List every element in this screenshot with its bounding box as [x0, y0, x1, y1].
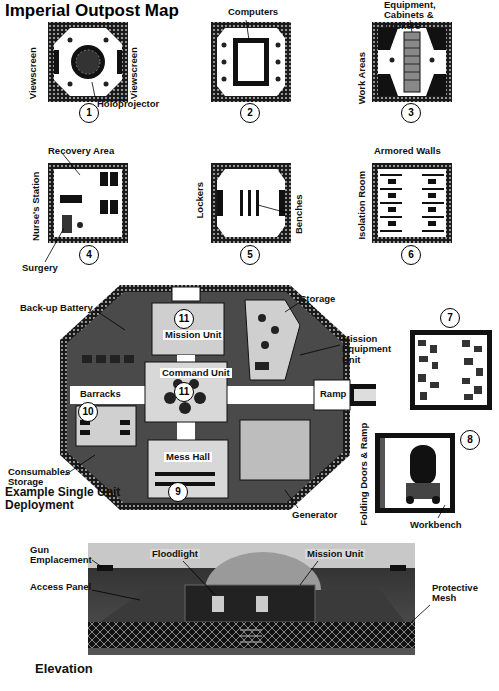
room-2 — [211, 20, 291, 102]
map-label: Floodlight — [150, 549, 200, 559]
map-label: Barracks — [78, 389, 123, 399]
map-label: Back-up Battery — [20, 303, 93, 313]
callout-number: 1 — [86, 108, 92, 118]
callout-number: 9 — [175, 487, 181, 497]
callout-circle: 5 — [240, 245, 260, 265]
callout-number: 4 — [86, 250, 92, 260]
room-7 — [410, 330, 492, 410]
callout-number: 3 — [408, 108, 414, 118]
map-label: Elevation — [35, 662, 93, 676]
map-label: Viewscreen — [28, 47, 38, 99]
callout-number: 11 — [179, 314, 190, 324]
callout-number: 10 — [82, 407, 93, 417]
map-label: Recovery Area — [48, 146, 114, 156]
map-label: Folding Doors & Ramp — [359, 423, 369, 526]
map-label: Armored Walls — [374, 146, 441, 156]
callout-circle: 8 — [460, 430, 480, 450]
callout-circle: 11 — [174, 309, 194, 329]
map-label: Mission Unit — [163, 330, 223, 340]
callout-number: 6 — [408, 250, 414, 260]
map-label: Mission Equipment Unit — [342, 334, 404, 365]
callout-circle: 10 — [78, 402, 98, 422]
map-label: Viewscreen — [129, 47, 139, 99]
map-label: Gun Emplacement — [30, 545, 90, 566]
callout-circle: 4 — [79, 245, 99, 265]
outpost-plan — [60, 285, 376, 510]
map-label: Isolation Room — [357, 171, 367, 240]
map-label: Command Unit — [160, 368, 232, 378]
map-title: Imperial Outpost Map — [5, 1, 179, 21]
map-label: Access Panel — [30, 582, 91, 592]
callout-circle: 11 — [174, 382, 194, 402]
map-label: Generator — [292, 510, 337, 520]
map-label: Workbench — [410, 520, 462, 530]
map-label: Nurse's Station — [32, 171, 42, 240]
room-3 — [372, 20, 452, 102]
map-label: Work Areas — [357, 52, 367, 104]
callout-circle: 9 — [168, 482, 188, 502]
callout-circle: 1 — [79, 103, 99, 123]
map-label: Lockers — [195, 182, 205, 218]
callout-circle: 6 — [401, 245, 421, 265]
map-label: Holoprojector — [97, 99, 159, 109]
callout-circle: 2 — [240, 103, 260, 123]
map-label: Consumables Storage — [8, 467, 78, 488]
map-label: Mission Unit — [305, 549, 365, 559]
callout-circle: 7 — [440, 308, 460, 328]
room-8 — [375, 433, 455, 518]
room-6 — [372, 163, 452, 243]
map-label: Storage — [300, 294, 335, 304]
room-1 — [48, 22, 128, 102]
callout-number: 5 — [247, 250, 253, 260]
callout-number: 2 — [247, 108, 253, 118]
room-5 — [211, 163, 291, 243]
elevation-view — [88, 543, 430, 655]
callout-number: 8 — [467, 435, 473, 445]
callout-number: 11 — [179, 387, 190, 397]
map-label: Ramp — [318, 389, 348, 399]
map-label: Protective Mesh — [432, 583, 494, 604]
map-label: Equipment, Cabinets & Lockers — [384, 0, 464, 31]
map-label: Mess Hall — [164, 452, 212, 462]
map-label: Benches — [294, 194, 304, 234]
map-label: Example Single Unit Deployment — [5, 486, 160, 512]
map-label: Surgery — [22, 263, 58, 273]
map-label: Computers — [228, 7, 278, 17]
callout-number: 7 — [447, 313, 453, 323]
callout-circle: 3 — [401, 103, 421, 123]
